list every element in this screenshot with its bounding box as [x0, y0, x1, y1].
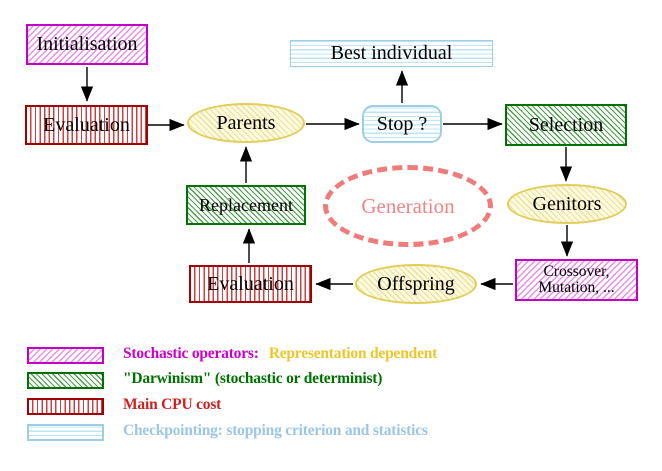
legend-swatch-magenta-hatch [27, 347, 104, 364]
node-replacement-label: Replacement [199, 194, 293, 215]
generation-cycle-ellipse: Generation [323, 165, 493, 247]
node-offspring: Offspring [355, 264, 477, 304]
node-genitors: Genitors [507, 184, 627, 224]
node-evaluation-top: Evaluation [25, 105, 148, 145]
node-crossover-mutation: Crossover, Mutation, ... [515, 259, 638, 301]
legend-swatch-cyan-stripes [27, 424, 104, 441]
legend-label-representation: Representation dependent [268, 345, 438, 362]
legend-swatch-red-stripes [27, 398, 104, 415]
legend-label-checkpointing: Checkpointing: stopping criterion and st… [123, 422, 428, 439]
legend-label-cpu-cost: Main CPU cost [123, 396, 222, 413]
node-selection-label: Selection [528, 113, 604, 136]
legend-label-darwinism: "Darwinism" (stochastic or determinist) [123, 370, 383, 387]
node-crossover-line1: Crossover, [543, 262, 610, 280]
node-initialisation-label: Initialisation [36, 33, 138, 55]
node-evaluation-top-label: Evaluation [43, 113, 130, 136]
legend-label-stochastic: Stochastic operators: [123, 345, 259, 362]
node-stop: Stop ? [362, 105, 442, 143]
node-best-individual-label: Best individual [330, 42, 453, 64]
node-best-individual: Best individual [290, 40, 493, 67]
generation-label: Generation [361, 193, 455, 218]
node-offspring-label: Offspring [377, 272, 455, 295]
node-parents: Parents [187, 103, 305, 143]
node-genitors-label: Genitors [532, 192, 602, 215]
node-initialisation: Initialisation [26, 24, 148, 65]
node-replacement: Replacement [186, 185, 306, 225]
node-selection: Selection [505, 104, 627, 146]
node-stop-label: Stop ? [376, 112, 428, 135]
legend-swatch-green-hatch [27, 372, 104, 389]
node-crossover-line2: Mutation, ... [538, 279, 615, 296]
node-evaluation-bottom-label: Evaluation [207, 272, 294, 295]
node-evaluation-bottom: Evaluation [189, 265, 312, 303]
node-parents-label: Parents [216, 111, 276, 134]
